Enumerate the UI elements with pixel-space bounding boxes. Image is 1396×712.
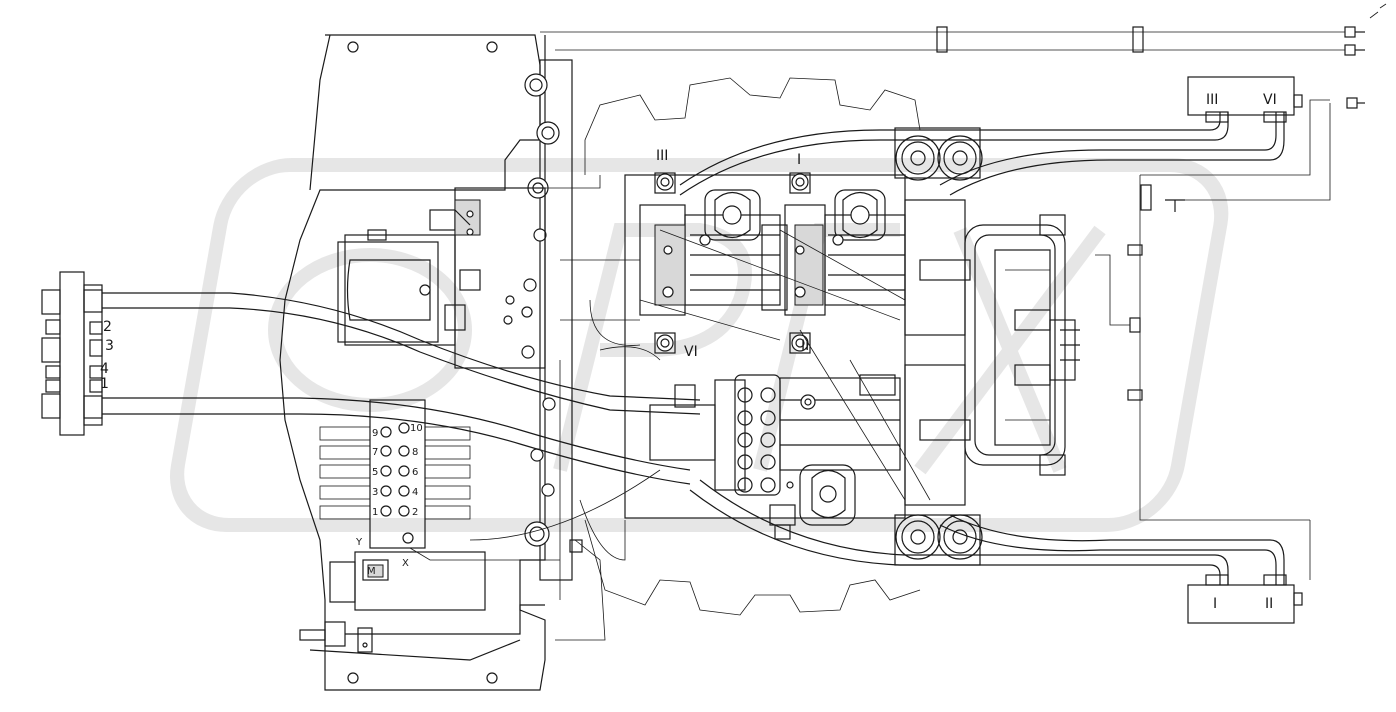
valve-m-label: M (367, 566, 376, 577)
frame-plate (279, 34, 573, 691)
pump-vi-label: VI (684, 344, 698, 360)
left-hoses (102, 292, 701, 485)
port-panel: 9 10 7 8 5 6 3 4 1 2 (319, 399, 471, 549)
pump-iii: III (639, 148, 788, 354)
pump-vi-ii: VI II (649, 338, 901, 540)
plate-fittings (503, 73, 560, 547)
block-top-vi: VI (1263, 92, 1277, 108)
port-7: 7 (372, 447, 378, 458)
valve-block-top: III VI (1180, 76, 1303, 161)
port-9: 9 (372, 428, 378, 439)
pump-i: I (784, 152, 906, 354)
block-bottom-i: I (1213, 596, 1217, 612)
left-port-2: 2 (103, 319, 112, 335)
left-port-3: 3 (105, 338, 114, 354)
left-manifold: 2 3 4 1 (41, 271, 114, 436)
pump-ii-label: II (801, 338, 809, 354)
valve-block-bottom: I II (1180, 539, 1303, 624)
pump-iii-label: III (656, 148, 668, 164)
port-6: 6 (412, 467, 418, 478)
right-hoses (679, 129, 1250, 566)
port-1: 1 (372, 507, 378, 518)
rollers (895, 135, 983, 560)
left-port-4: 4 (100, 361, 109, 377)
misc-lines (409, 175, 931, 641)
port-8: 8 (412, 447, 418, 458)
block-bottom-ii: II (1265, 596, 1273, 612)
left-port-1: 1 (100, 376, 109, 392)
pilot-valve: Y X M (299, 537, 545, 661)
valve-y-label: Y (355, 537, 363, 548)
port-4: 4 (412, 487, 418, 498)
port-10: 10 (410, 423, 423, 434)
valve-x-label: X (402, 558, 409, 569)
block-top-iii: III (1206, 92, 1218, 108)
engine-flange (964, 214, 1080, 476)
control-lines (540, 3, 1387, 580)
port-2: 2 (412, 507, 418, 518)
port-3: 3 (372, 487, 378, 498)
pump-i-label: I (797, 152, 801, 168)
port-5: 5 (372, 467, 378, 478)
gear-outline (584, 77, 921, 616)
